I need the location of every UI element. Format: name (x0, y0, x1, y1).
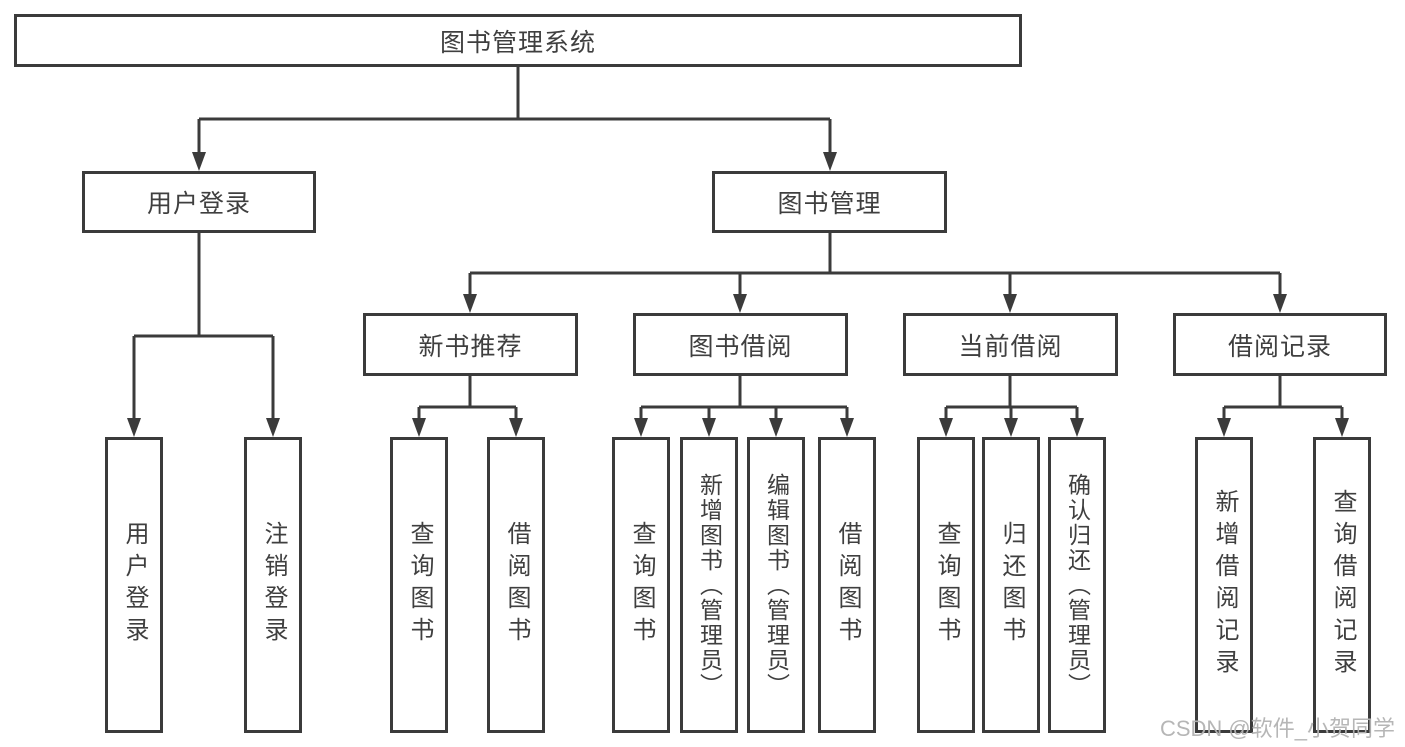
node-user-login: 用户登录 (82, 171, 316, 233)
leaf-confirm-return-admin-label: 确认归还（管理员） (1064, 472, 1091, 698)
leaf-return-books-label: 归还图书 (998, 521, 1025, 649)
node-root-library-system: 图书管理系统 (14, 14, 1022, 67)
node-new-book-recommend: 新书推荐 (363, 313, 578, 376)
leaf-borrow-query-books-label: 查询图书 (628, 521, 655, 649)
connector-book-borrow-children (639, 376, 849, 418)
leaf-add-books-admin-label: 新增图书（管理员） (696, 472, 723, 698)
leaf-current-query-books-label: 查询图书 (933, 521, 960, 649)
leaf-logout: 注销登录 (244, 437, 302, 733)
leaf-query-borrow-record: 查询借阅记录 (1313, 437, 1371, 733)
leaf-add-books-admin: 新增图书（管理员） (680, 437, 738, 733)
node-current-borrow: 当前借阅 (903, 313, 1118, 376)
leaf-add-borrow-record-label: 新增借阅记录 (1211, 489, 1238, 681)
leaf-return-books: 归还图书 (982, 437, 1040, 733)
arrowheads-leaves (412, 418, 1349, 437)
node-new-book-recommend-label: 新书推荐 (418, 332, 523, 361)
node-book-management-label: 图书管理 (777, 190, 882, 218)
node-book-borrow-label: 图书借阅 (688, 332, 793, 361)
connector-book-mgmt-to-level3 (468, 233, 1282, 294)
csdn-watermark: CSDN @软件_小贺同学 (1159, 716, 1395, 741)
leaf-newbook-borrow-books: 借阅图书 (487, 437, 545, 733)
connector-user-login-children (132, 233, 275, 418)
leaf-edit-books-admin: 编辑图书（管理员） (747, 437, 805, 733)
leaf-user-login-label: 用户登录 (121, 521, 148, 649)
connector-root-to-level2 (197, 67, 832, 153)
leaf-add-borrow-record: 新增借阅记录 (1195, 437, 1253, 733)
node-borrow-records-label: 借阅记录 (1227, 332, 1332, 361)
connector-borrow-record-children (1222, 376, 1344, 418)
leaf-newbook-query-books-label: 查询图书 (406, 521, 433, 649)
leaf-borrow-books: 借阅图书 (818, 437, 876, 733)
node-book-borrow: 图书借阅 (633, 313, 848, 376)
node-root-label: 图书管理系统 (439, 28, 596, 57)
arrowheads-level2 (192, 152, 837, 171)
node-book-management: 图书管理 (712, 171, 947, 233)
leaf-current-query-books: 查询图书 (917, 437, 975, 733)
leaf-user-login: 用户登录 (105, 437, 163, 733)
leaf-logout-label: 注销登录 (260, 521, 287, 649)
connector-new-book-children (417, 376, 518, 418)
leaf-confirm-return-admin: 确认归还（管理员） (1048, 437, 1106, 733)
leaf-newbook-query-books: 查询图书 (390, 437, 448, 733)
leaf-borrow-query-books: 查询图书 (612, 437, 670, 733)
leaf-query-borrow-record-label: 查询借阅记录 (1329, 489, 1356, 681)
leaf-borrow-books-label: 借阅图书 (834, 521, 861, 649)
node-borrow-records: 借阅记录 (1173, 313, 1387, 376)
leaf-newbook-borrow-books-label: 借阅图书 (503, 521, 530, 649)
arrowheads-user-login-children (127, 418, 280, 437)
leaf-edit-books-admin-label: 编辑图书（管理员） (763, 472, 790, 698)
connector-current-borrow-children (944, 376, 1079, 418)
arrowheads-level3 (463, 294, 1287, 313)
node-current-borrow-label: 当前借阅 (958, 332, 1063, 361)
node-user-login-label: 用户登录 (146, 190, 251, 218)
